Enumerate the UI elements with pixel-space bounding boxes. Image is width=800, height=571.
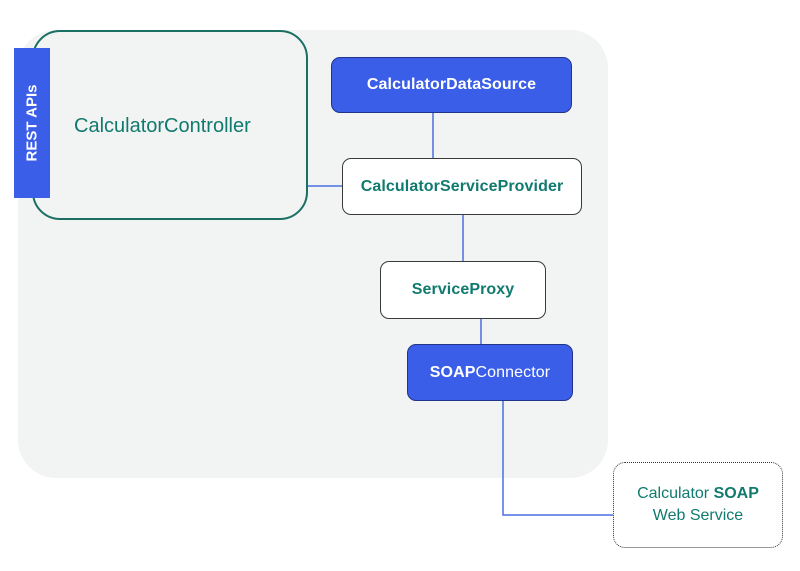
- external-service-soap: SOAP: [713, 485, 759, 502]
- service-proxy-box: ServiceProxy: [380, 261, 546, 319]
- calculator-controller-label: CalculatorController: [74, 115, 251, 137]
- connector-soapconnector-external: [502, 401, 613, 516]
- external-service-line1: Calculator SOAP: [637, 483, 759, 505]
- service-proxy-label: ServiceProxy: [411, 281, 515, 298]
- calculator-soap-web-service-box: Calculator SOAP Web Service: [613, 462, 783, 548]
- calculator-controller-box: [32, 30, 308, 220]
- soap-connector-box: SOAPConnector: [407, 344, 573, 401]
- rest-apis-label: REST APIs: [23, 84, 41, 162]
- calculator-service-provider-label: CalculatorServiceProvider: [360, 177, 564, 195]
- calculator-service-provider-box: CalculatorServiceProvider: [342, 158, 582, 215]
- calculator-data-source-box: CalculatorDataSource: [331, 57, 572, 113]
- external-service-line2: Web Service: [652, 507, 744, 524]
- soap-connector-label: SOAPConnector: [430, 364, 550, 382]
- rest-apis-tab: [14, 48, 50, 198]
- soap-connector-suffix: Connector: [475, 363, 551, 381]
- calculator-data-source-label: CalculatorDataSource: [366, 76, 537, 93]
- soap-connector-prefix: SOAP: [429, 363, 476, 381]
- external-service-prefix: Calculator: [637, 485, 714, 502]
